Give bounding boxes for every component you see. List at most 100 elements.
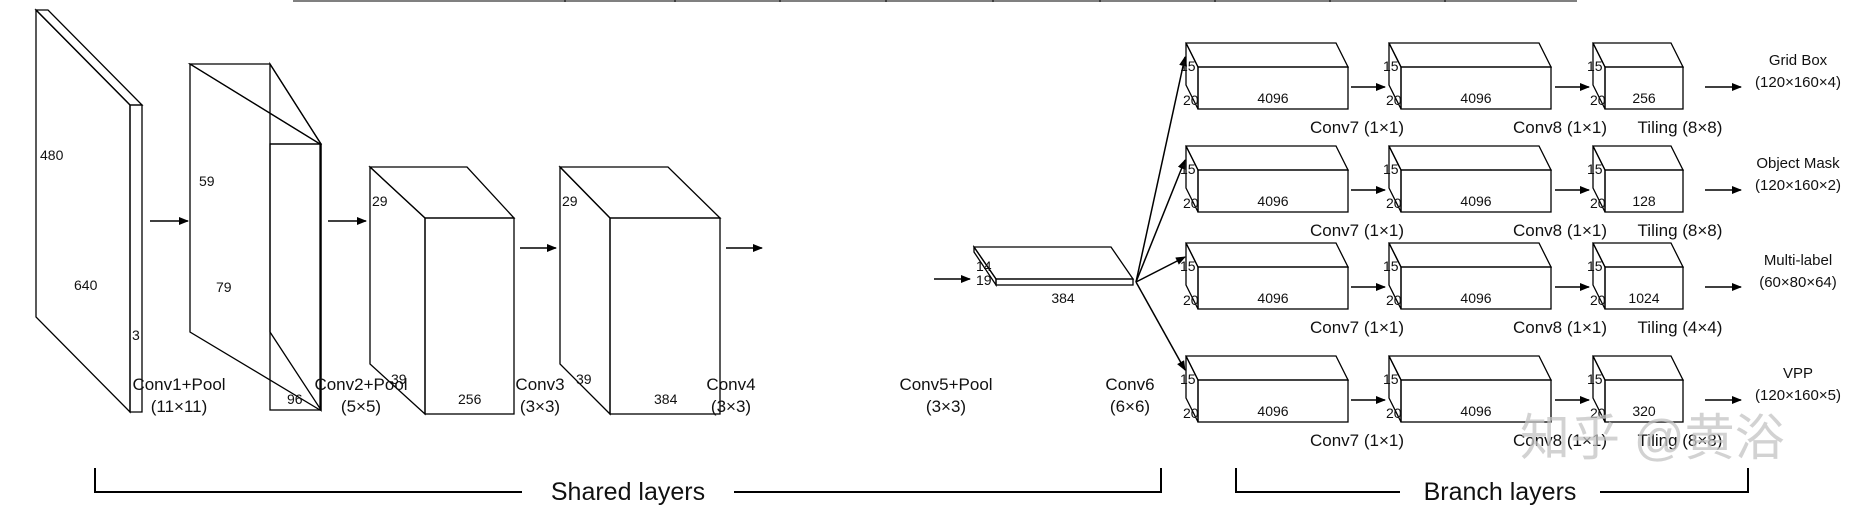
conv5-dim-channels: 384 — [1051, 290, 1075, 306]
branch2-conv8-front — [1400, 169, 1552, 213]
watermark: 知乎 @黄浴 — [1520, 410, 1785, 466]
conv3-dim-height: 29 — [372, 193, 388, 209]
branch4-conv7-label: Conv7 (1×1) — [1310, 431, 1404, 450]
conv3-block — [368, 165, 516, 416]
branch4-tiling-label: Tiling (8×8) — [1638, 431, 1723, 450]
conv1-dim-width: 640 — [74, 277, 98, 293]
branch4-conv8-dim-height: 15 — [1383, 371, 1399, 387]
branch1-output-size: (120×160×4) — [1755, 74, 1841, 91]
branch2-conv7-label: Conv7 (1×1) — [1310, 221, 1404, 240]
branch2-tiling-dim-width: 20 — [1590, 195, 1606, 211]
branch1-conv7-top — [1184, 42, 1350, 68]
conv2-kernel: (5×5) — [341, 397, 381, 416]
branch4-output-name: VPP — [1783, 365, 1813, 382]
conv1-dim-channels: 3 — [132, 327, 140, 343]
conv4-dim-channels: 384 — [654, 391, 678, 407]
branch3-conv7-dim-width: 20 — [1183, 292, 1199, 308]
branch4-conv7-front — [1197, 379, 1349, 423]
branch2-tiling-front — [1604, 169, 1684, 213]
conv5-top — [972, 246, 1135, 280]
branch2-tiling-label: Tiling (8×8) — [1638, 221, 1723, 240]
branch4-output-size: (120×160×5) — [1755, 387, 1841, 404]
conv4-dim-height: 29 — [562, 193, 578, 209]
branch1-conv8-label: Conv8 (1×1) — [1513, 118, 1607, 137]
branch4-conv7-dim-channels: 4096 — [1257, 403, 1288, 419]
fan-arrow-2 — [1135, 256, 1186, 283]
branch2-conv8-label: Conv8 (1×1) — [1513, 221, 1607, 240]
branch4-tiling-front — [1604, 379, 1684, 423]
branch-label-bg — [1400, 478, 1600, 506]
conv4-name: Conv4 — [706, 375, 755, 394]
conv2-dim-channels: 96 — [287, 391, 303, 407]
table-edge — [293, 0, 1577, 2]
branch1-tiling-top — [1591, 42, 1685, 68]
branch2-conv7-front — [1197, 169, 1349, 213]
conv3-dim-channels: 256 — [458, 391, 482, 407]
fan-arrow-3 — [1135, 281, 1186, 371]
branch1-tiling-label: Tiling (8×8) — [1638, 118, 1723, 137]
conv5-front — [995, 278, 1134, 286]
branch2-tiling-dim-channels: 128 — [1632, 193, 1656, 209]
branch2-conv7-dim-width: 20 — [1183, 195, 1199, 211]
branch4-tiling-dim-height: 15 — [1587, 371, 1603, 387]
branch4-conv8-dim-width: 20 — [1386, 405, 1402, 421]
branch3-conv8-dim-height: 15 — [1383, 258, 1399, 274]
conv5-kernel: (3×3) — [926, 397, 966, 416]
branch1-conv7-front — [1197, 66, 1349, 110]
shared-layers-label: Shared layers — [551, 478, 705, 506]
conv6-name: Conv6 — [1105, 375, 1154, 394]
branch3-conv7-label: Conv7 (1×1) — [1310, 318, 1404, 337]
branch4-conv8-top — [1387, 355, 1553, 381]
branch3-tiling-front — [1604, 266, 1684, 310]
conv5-name: Conv5+Pool — [899, 375, 992, 394]
branch4-conv8-front — [1400, 379, 1552, 423]
branch3-output-name: Multi-label — [1764, 252, 1832, 269]
branch2-conv7-top — [1184, 145, 1350, 171]
branch3-conv7-top — [1184, 242, 1350, 268]
branch3-conv8-dim-width: 20 — [1386, 292, 1402, 308]
conv3-name: Conv3 — [515, 375, 564, 394]
branch1-tiling-dim-channels: 256 — [1632, 90, 1656, 106]
conv2-dim-width: 79 — [216, 279, 232, 295]
branch2-conv8-dim-channels: 4096 — [1460, 193, 1491, 209]
branch1-conv8-dim-channels: 4096 — [1460, 90, 1491, 106]
conv2-block — [187, 61, 323, 413]
conv3-dim-width: 39 — [391, 371, 407, 387]
branch3-tiling-dim-width: 20 — [1590, 292, 1606, 308]
branch1-tiling-dim-width: 20 — [1590, 92, 1606, 108]
branch2-tiling-top — [1591, 145, 1685, 171]
branch2-conv7-dim-height: 15 — [1180, 161, 1196, 177]
branch1-conv8-top — [1387, 42, 1553, 68]
conv1-dim-height: 480 — [40, 147, 64, 163]
branch3-conv7-front — [1197, 266, 1349, 310]
conv4-block — [558, 165, 722, 416]
branch1-output-name: Grid Box — [1769, 52, 1828, 69]
branch4-tiling-top — [1591, 355, 1685, 381]
branch2-conv8-top — [1387, 145, 1553, 171]
branch4-conv8-dim-channels: 4096 — [1460, 403, 1491, 419]
branch2-conv8-dim-width: 20 — [1386, 195, 1402, 211]
branch4-tiling-dim-width: 20 — [1590, 405, 1606, 421]
branch4-conv7-dim-height: 15 — [1180, 371, 1196, 387]
branch3-conv8-label: Conv8 (1×1) — [1513, 318, 1607, 337]
conv2-dim-height: 59 — [199, 173, 215, 189]
branch1-conv7-dim-width: 20 — [1183, 92, 1199, 108]
branch3-conv8-front — [1400, 266, 1552, 310]
branch1-tiling-dim-height: 15 — [1587, 58, 1603, 74]
branch3-output-size: (60×80×64) — [1759, 274, 1837, 291]
conv1-kernel: (11×11) — [151, 397, 208, 416]
branch2-output-size: (120×160×2) — [1755, 177, 1841, 194]
branch2-tiling-dim-height: 15 — [1587, 161, 1603, 177]
conv4-dim-width: 39 — [576, 371, 592, 387]
branch2-conv8-dim-height: 15 — [1383, 161, 1399, 177]
branch1-conv8-dim-width: 20 — [1386, 92, 1402, 108]
conv1-name: Conv1+Pool — [132, 375, 225, 394]
branch3-tiling-dim-channels: 1024 — [1628, 290, 1659, 306]
branch3-conv8-top — [1387, 242, 1553, 268]
branch1-conv8-dim-height: 15 — [1383, 58, 1399, 74]
branch1-conv7-dim-height: 15 — [1180, 58, 1196, 74]
conv1-block — [34, 8, 144, 414]
branch1-conv8-front — [1400, 66, 1552, 110]
branch2-output-name: Object Mask — [1756, 155, 1840, 172]
